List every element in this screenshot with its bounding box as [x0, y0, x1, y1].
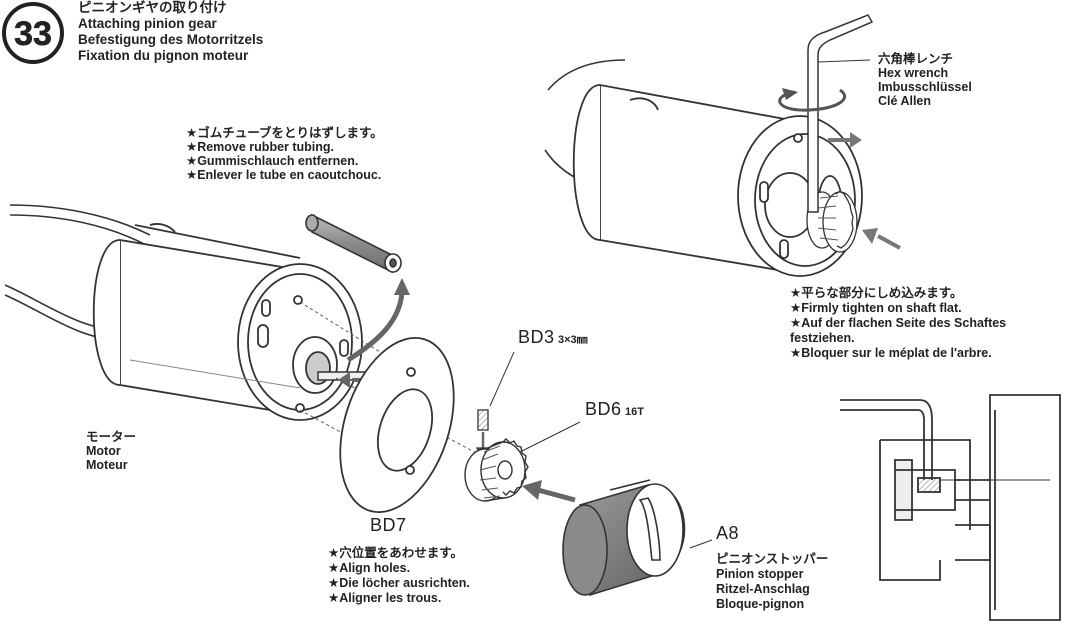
a8-label: A8 — [716, 523, 740, 543]
bd3-label: BD3 3×3㎜ — [518, 327, 588, 347]
title-jp: ピニオンギヤの取り付け — [78, 0, 227, 15]
note-line: ★穴位置をあわせます。 — [328, 546, 463, 560]
note-line: ★Die löcher ausrichten. — [328, 576, 470, 590]
note-line: ピニオンストッパー — [716, 552, 829, 566]
pull-arrowhead — [850, 132, 862, 148]
note-line: Motor — [86, 444, 121, 458]
note-line: ★Firmly tighten on shaft flat. — [790, 301, 962, 315]
title-fr: Fixation du pignon moteur — [78, 48, 249, 63]
motor-label: モーター Motor Moteur — [86, 430, 136, 472]
bd7-plate — [339, 337, 455, 513]
bd3-leader — [489, 351, 515, 407]
note-line: ★Gummischlauch entfernen. — [186, 154, 359, 168]
title-en: Attaching pinion gear — [78, 16, 217, 31]
note-line: Ritzel-Anschlag — [716, 582, 810, 596]
note-line: ★Remove rubber tubing. — [186, 140, 335, 154]
part-code: A8 — [716, 523, 740, 543]
align-holes-note: ★穴位置をあわせます。 ★Align holes. ★Die löcher au… — [328, 546, 470, 606]
a8-pinion-stopper — [562, 479, 686, 597]
part-spec: 3×3㎜ — [558, 334, 588, 346]
note-line: Bloque-pignon — [716, 597, 805, 611]
note-line: モーター — [86, 430, 137, 444]
note-line: ★ゴムチューブをとりはずします。 — [186, 126, 383, 140]
step-number-badge: 33 — [2, 2, 64, 64]
note-line: ★平らな部分にしめ込みます。 — [790, 286, 963, 300]
tighten-note: ★平らな部分にしめ込みます。 ★Firmly tighten on shaft … — [790, 286, 1006, 361]
hex-wrench-leader — [817, 59, 871, 63]
bd7-label: BD7 — [370, 515, 407, 535]
part-code: BD7 — [370, 515, 407, 535]
note-line: Hex wrench — [878, 66, 949, 80]
rubber-tubing — [305, 213, 402, 274]
bd6-pinion-gear — [464, 438, 529, 502]
note-line: ★Enlever le tube en caoutchouc. — [186, 168, 382, 182]
note-line: Moteur — [86, 458, 128, 472]
note-line: Imbusschlüssel — [878, 80, 972, 94]
pinion-stopper-label: ピニオンストッパー Pinion stopper Ritzel-Anschlag… — [716, 552, 828, 612]
note-line: 六角棒レンチ — [878, 52, 954, 66]
push-arrow — [877, 234, 901, 250]
rotation-arrowhead — [782, 88, 798, 100]
note-line: ★Align holes. — [328, 561, 411, 575]
motor-body — [92, 223, 363, 421]
note-line: festziehen. — [790, 331, 855, 345]
push-arrowhead — [862, 228, 878, 244]
note-line: ★Bloquer sur le méplat de l'arbre. — [790, 346, 992, 360]
step-number: 33 — [14, 15, 52, 53]
pinion-gear-installed — [806, 190, 858, 253]
note-line: Pinion stopper — [716, 567, 804, 581]
title-de: Befestigung des Motorritzels — [78, 32, 264, 47]
step-title: ピニオンギヤの取り付け Attaching pinion gear Befest… — [78, 0, 263, 64]
bd6-leader — [519, 421, 581, 453]
remove-tubing-arrow — [346, 291, 405, 363]
note-line: ★Aligner les trous. — [328, 591, 442, 605]
hex-wrench-label: 六角棒レンチ Hex wrench Imbusschlüssel Clé All… — [878, 52, 972, 108]
stopper-arrowhead — [522, 480, 542, 500]
remove-tubing-note: ★ゴムチューブをとりはずします。 ★Remove rubber tubing. … — [186, 126, 383, 182]
hex-wrench — [807, 14, 874, 213]
cross-section-detail — [840, 394, 1061, 621]
part-code: BD6 — [585, 399, 622, 419]
note-line: Clé Allen — [878, 94, 932, 108]
a8-leader — [689, 539, 713, 549]
rotation-arrow — [778, 88, 847, 112]
part-code: BD3 — [518, 327, 555, 347]
remove-tubing-arrowhead — [394, 278, 410, 295]
note-line: ★Auf der flachen Seite des Schaftes — [790, 316, 1007, 330]
part-spec: 16T — [625, 406, 644, 418]
bd6-label: BD6 16T — [585, 399, 644, 419]
stopper-arrow — [537, 487, 576, 503]
